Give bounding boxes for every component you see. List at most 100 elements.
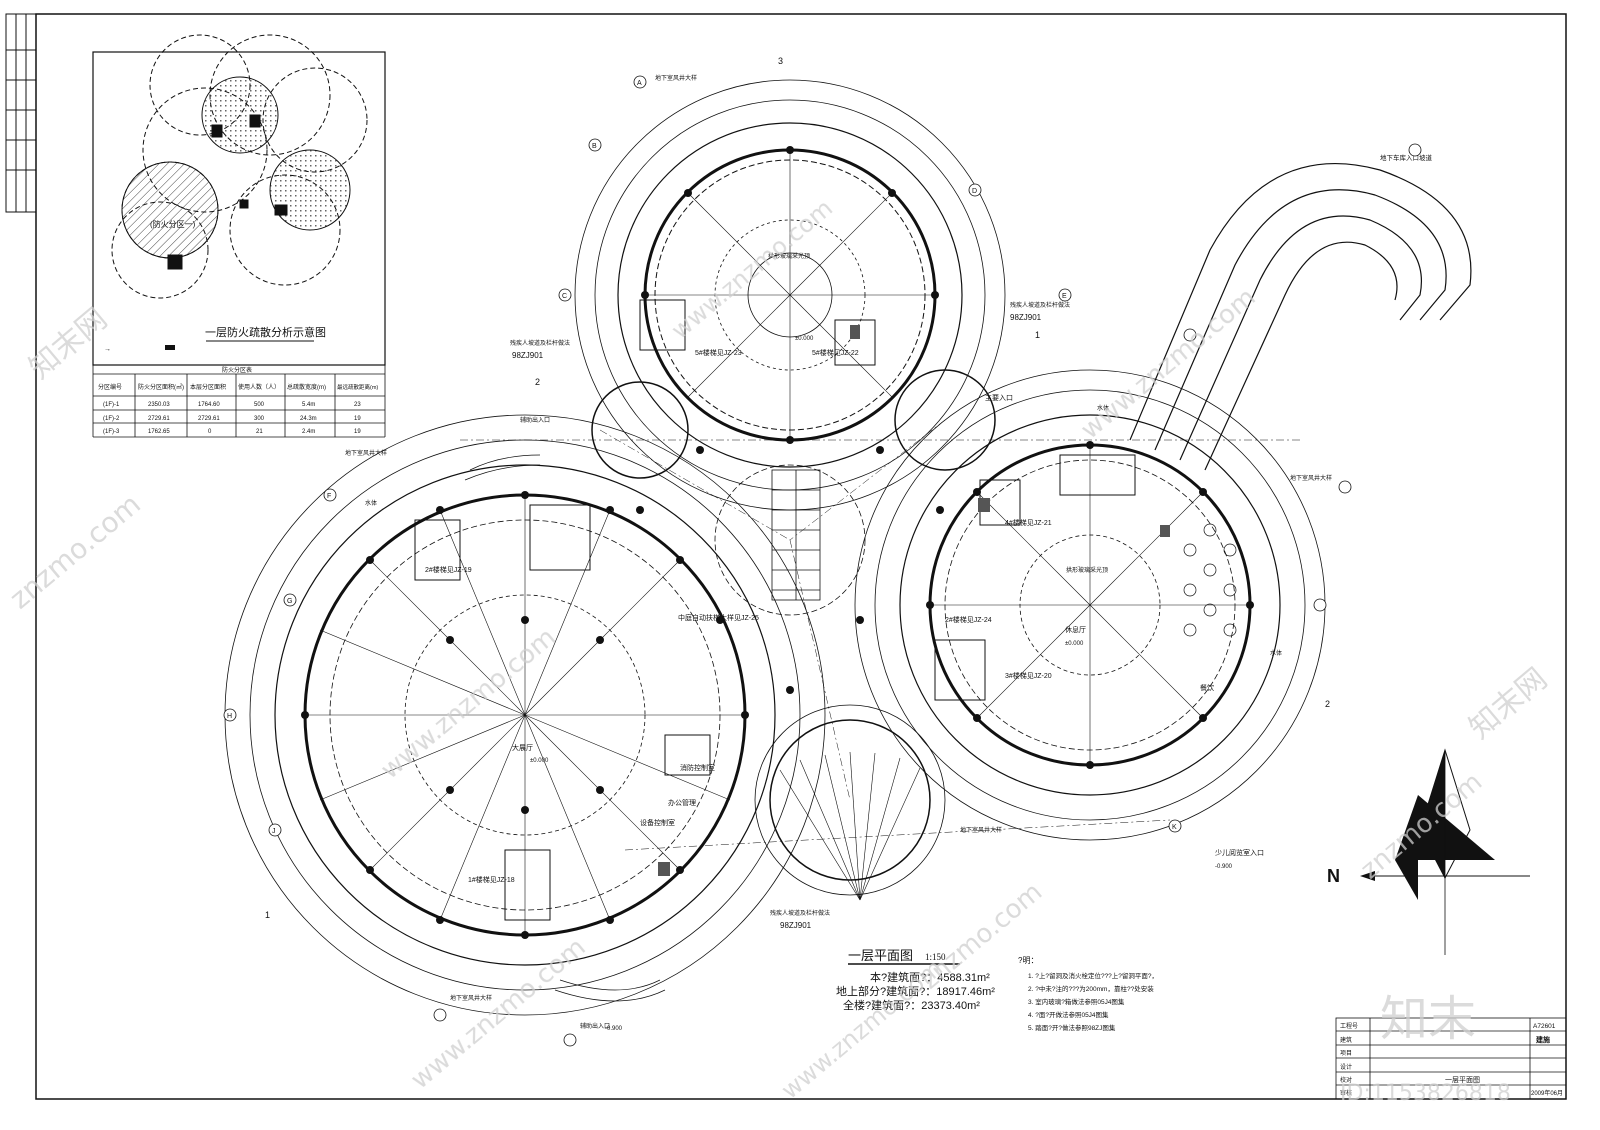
grid-letter: H bbox=[227, 713, 232, 720]
label-water-3: 水体 bbox=[1270, 649, 1282, 657]
equipment-blocks bbox=[658, 325, 1170, 876]
label-escalator: 中庭自动扶梯大样见JZ-25 bbox=[678, 613, 759, 622]
notes-title: ?明： bbox=[1018, 956, 1038, 965]
room-label-lobby: 大展厅 bbox=[512, 743, 533, 752]
table-cell: 21 bbox=[256, 429, 263, 435]
entrance-steps bbox=[464, 454, 666, 1002]
sheet-border bbox=[35, 13, 1567, 1100]
fire-zone-table bbox=[92, 364, 386, 438]
table-cell: 5.4m bbox=[302, 402, 315, 408]
watermark-text: www.znzmo.com bbox=[666, 194, 838, 345]
table-cell: 1762.65 bbox=[148, 429, 170, 435]
note-line: 5. 踏面?开?做法参照98ZJ图集 bbox=[1028, 1023, 1116, 1032]
label-ref-98zj-2: 98ZJ901 bbox=[1010, 313, 1042, 322]
label-ref-98zj-3: 98ZJ901 bbox=[780, 921, 812, 930]
label-handrail-3: 残疾人坡道及栏杆做法 bbox=[770, 909, 830, 917]
watermark-text: www.znzmo.com bbox=[1075, 282, 1261, 445]
fire-evacuation-inset: (防火分区一) 一层防火疏散分析示意图 → 防火分区表 分区编号 防火分区面积(… bbox=[92, 34, 386, 438]
entrance-fan bbox=[779, 751, 921, 901]
table-cell: 19 bbox=[354, 416, 361, 422]
general-notes: ?明： 1. ?上?留洞及消火栓定位???上?留洞平面?， 2. ?中未?注的?… bbox=[1018, 956, 1158, 1032]
tb-row-label: 审核 bbox=[1340, 1089, 1352, 1097]
tb-project-no: A72601 bbox=[1533, 1023, 1556, 1030]
label-aux-entrance-bottom: 辅助出入口 bbox=[580, 1022, 610, 1030]
plan-labels: 大展厅 办公管理 设备控制室 消防控制室 休息厅 餐饮 拱形玻璃采光顶 拱形玻璃… bbox=[345, 74, 1433, 1032]
watermark-brand-big: 知末 bbox=[1380, 991, 1476, 1047]
grid-letter: E bbox=[1062, 293, 1067, 300]
table-row: (1F)-3 1762.65 0 21 2.4m 19 bbox=[103, 429, 361, 435]
label-gate-4: 地下室风井大样 bbox=[450, 994, 492, 1002]
label-water-1: 水体 bbox=[1097, 404, 1109, 412]
table-row: (1F)-2 2729.61 2729.61 300 24.3m 19 bbox=[103, 416, 361, 422]
grid-letter: F bbox=[327, 493, 331, 500]
east-radials bbox=[930, 445, 1250, 765]
note-line: 3. 室内玻璃?箱做法参照05J4图集 bbox=[1028, 997, 1125, 1006]
section-marks: 1 2 3 1 2 bbox=[265, 56, 1330, 920]
table-cell: 300 bbox=[254, 416, 265, 422]
north-arrow: N bbox=[1327, 748, 1530, 955]
left-binding-strip bbox=[5, 13, 37, 213]
room-label-restaurant: 餐饮 bbox=[1200, 683, 1214, 692]
table-header: 本层分区面积 bbox=[190, 383, 226, 391]
sheet-title-block bbox=[1335, 1017, 1567, 1100]
label-aux-entrance-top: 辅助出入口 bbox=[520, 416, 550, 424]
note-line: 2. ?中未?注的???为200mm，靠柱??处安装 bbox=[1028, 984, 1154, 993]
grid-letter: C bbox=[562, 293, 567, 300]
label-skylight-upper: 拱形玻璃采光顶 bbox=[768, 252, 810, 260]
title-block-text: 工程号 建筑 项目 设计 校对 审核 A72601 建施 一层平面图 2009年… bbox=[1340, 1022, 1563, 1097]
table-cell: 2350.03 bbox=[148, 402, 170, 408]
label-gate-2: 地下室风井大样 bbox=[655, 74, 697, 82]
watermark-text: znzmo.com bbox=[3, 487, 147, 615]
watermark-id: ID:1153826818 bbox=[1340, 1081, 1511, 1106]
label-gate-1: 地下室风井大样 bbox=[345, 449, 387, 457]
watermark-text: www.znzmo.com bbox=[405, 932, 591, 1095]
table-cell: 500 bbox=[254, 402, 265, 408]
table-header: 使用人数（人） bbox=[238, 383, 280, 391]
north-label: N bbox=[1327, 866, 1340, 886]
watermark-text: 知末网 bbox=[1463, 661, 1554, 746]
table-header: 最远疏散距离(m) bbox=[337, 383, 378, 391]
room-label-hall: 休息厅 bbox=[1065, 625, 1086, 634]
label-handrail-1: 残疾人坡道及栏杆做法 bbox=[510, 339, 570, 347]
table-cell: 23 bbox=[354, 402, 361, 408]
inset-title: 一层防火疏散分析示意图 bbox=[205, 325, 326, 339]
label-water-2: 水体 bbox=[365, 499, 377, 507]
table-cell: 2729.61 bbox=[198, 416, 220, 422]
label-level-east: ±0.000 bbox=[1065, 641, 1084, 647]
area-line: 地上部分?建筑面?：18917.46m² bbox=[836, 984, 995, 998]
restaurant-tables bbox=[1183, 523, 1237, 637]
tb-row-label: 工程号 bbox=[1340, 1022, 1358, 1030]
room-label-control: 消防控制室 bbox=[680, 763, 715, 772]
label-stair-r2: 3#楼梯见JZ-20 bbox=[1005, 671, 1052, 680]
table-caption: 防火分区表 bbox=[222, 366, 252, 374]
atrium bbox=[591, 369, 996, 896]
label-underground-ramp: 地下车库入口坡道 bbox=[1380, 153, 1433, 162]
label-level-neg-1: -0.900 bbox=[605, 1026, 623, 1032]
label-gate-3: 地下室风井大样 bbox=[1290, 474, 1332, 482]
table-cell: 2729.61 bbox=[148, 416, 170, 422]
grid-letter: K bbox=[1172, 824, 1177, 831]
plan-title-block: 一层平面图 1:150 本?建筑面?：4588.31m² 地上部分?建筑面?：1… bbox=[836, 948, 995, 1012]
inset-legend-swatch bbox=[165, 345, 175, 350]
label-level-neg-2: -0.900 bbox=[1215, 864, 1233, 870]
label-ref-98zj-1: 98ZJ901 bbox=[512, 351, 544, 360]
label-children-entrance: 少儿阅览室入口 bbox=[1215, 848, 1264, 857]
inset-zone-label: (防火分区一) bbox=[150, 219, 196, 229]
label-level-upper: ±0.000 bbox=[795, 336, 814, 342]
inset-arrow-glyph: → bbox=[104, 346, 111, 353]
escalator bbox=[771, 469, 821, 601]
grid-letter: J bbox=[272, 828, 276, 835]
label-gate-5: 地下室风井大样 bbox=[960, 826, 1002, 834]
table-cell: 24.3m bbox=[300, 416, 317, 422]
note-line: 4. ?面?开做法参照05J4图集 bbox=[1028, 1010, 1109, 1019]
table-header-row: 分区编号 防火分区面积(㎡) 本层分区面积 使用人数（人） 总疏散宽度(m) 最… bbox=[98, 383, 378, 391]
section-mark: 2 bbox=[535, 377, 540, 387]
label-stair-b1: 2#楼梯见JZ-19 bbox=[425, 565, 472, 574]
table-cell: (1F)-3 bbox=[103, 429, 120, 435]
plan-title: 一层平面图 bbox=[848, 948, 913, 963]
tb-row-label: 项目 bbox=[1340, 1050, 1352, 1057]
area-line: 本?建筑面?：4588.31m² bbox=[870, 970, 990, 984]
tb-discipline: 建施 bbox=[1536, 1035, 1550, 1044]
structural-columns bbox=[301, 146, 1254, 939]
